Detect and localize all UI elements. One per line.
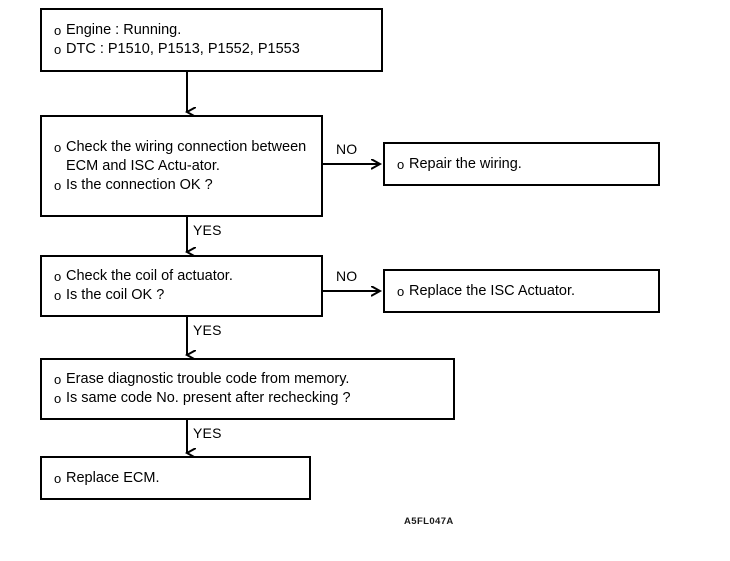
edge-label-yes-2: YES <box>193 322 222 338</box>
bullet-icon: o <box>54 372 62 387</box>
node-erase-dtc-line-1: o Erase diagnostic trouble code from mem… <box>42 370 453 389</box>
edge-label-yes-3: YES <box>193 425 222 441</box>
node-replace-isc-line-1: o Replace the ISC Actuator. <box>385 282 658 301</box>
node-condition: o Engine : Running. o DTC : P1510, P1513… <box>40 8 383 72</box>
node-check-wiring-line-1: o Check the wiring connection between EC… <box>42 138 321 176</box>
edge-label-no-1: NO <box>336 141 358 157</box>
bullet-icon: o <box>397 283 405 299</box>
node-condition-line-1: o Engine : Running. <box>42 21 381 40</box>
node-check-coil-line-1: o Check the coil of actuator. <box>42 267 321 286</box>
node-erase-dtc-line-2: o Is same code No. present after recheck… <box>42 389 453 408</box>
edge-label-yes-1: YES <box>193 222 222 238</box>
node-replace-ecm-line-1: o Replace ECM. <box>42 469 309 488</box>
node-repair-wiring-line-1: o Repair the wiring. <box>385 155 658 174</box>
figure-code: A5FL047A <box>404 516 454 527</box>
node-repair-wiring: o Repair the wiring. <box>383 142 660 186</box>
bullet-icon: o <box>54 470 62 486</box>
node-condition-line-2: o DTC : P1510, P1513, P1552, P1553 <box>42 40 381 59</box>
node-erase-dtc: o Erase diagnostic trouble code from mem… <box>40 358 455 420</box>
node-check-wiring: o Check the wiring connection between EC… <box>40 115 323 217</box>
bullet-icon: o <box>54 269 62 284</box>
node-check-coil: o Check the coil of actuator. o Is the c… <box>40 255 323 317</box>
edge-label-no-2: NO <box>336 268 358 284</box>
bullet-icon: o <box>54 391 62 406</box>
bullet-icon: o <box>54 288 62 303</box>
bullet-icon: o <box>54 23 62 38</box>
bullet-icon: o <box>54 139 62 155</box>
bullet-icon: o <box>54 177 62 193</box>
node-check-wiring-line-2: o Is the connection OK ? <box>42 176 321 195</box>
node-replace-isc-actuator: o Replace the ISC Actuator. <box>383 269 660 313</box>
bullet-icon: o <box>54 42 62 57</box>
node-check-coil-line-2: o Is the coil OK ? <box>42 286 321 305</box>
node-replace-ecm: o Replace ECM. <box>40 456 311 500</box>
bullet-icon: o <box>397 156 405 172</box>
